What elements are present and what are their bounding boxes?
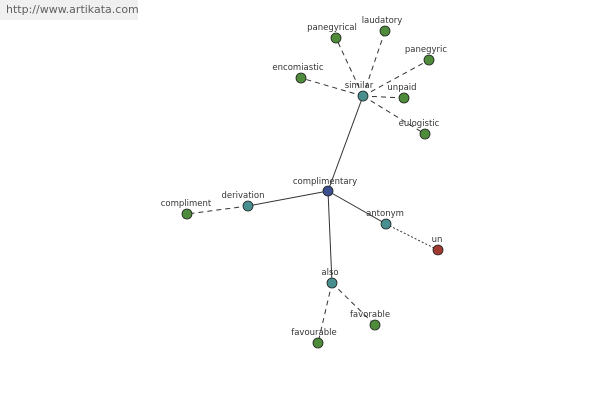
label-eulogistic[interactable]: eulogistic: [399, 119, 440, 129]
label-un[interactable]: un: [432, 235, 443, 245]
node-favorable[interactable]: [369, 319, 381, 331]
node-similar[interactable]: [357, 90, 369, 102]
edge-similar-encomiastic: [300, 77, 364, 97]
label-derivation[interactable]: derivation: [221, 191, 264, 201]
label-favourable[interactable]: favourable: [291, 328, 337, 338]
edge-complimentary-similar: [327, 95, 364, 192]
node-complimentary[interactable]: [322, 185, 334, 197]
edge-antonym-un: [385, 223, 439, 251]
edge-layer: [186, 30, 439, 344]
edge-similar-laudatory: [362, 30, 386, 97]
label-panegyric[interactable]: panegyric: [405, 45, 448, 55]
node-derivation[interactable]: [242, 200, 254, 212]
edge-complimentary-also: [327, 190, 333, 284]
node-compliment[interactable]: [181, 208, 193, 220]
node-panegyric[interactable]: [423, 54, 435, 66]
label-unpaid[interactable]: unpaid: [387, 83, 416, 93]
edge-similar-panegyric: [362, 59, 430, 97]
edge-complimentary-antonym: [327, 190, 387, 225]
label-encomiastic[interactable]: encomiastic: [272, 63, 323, 73]
node-laudatory[interactable]: [379, 25, 391, 37]
edge-also-favorable: [331, 282, 376, 326]
label-complimentary[interactable]: complimentary: [293, 177, 357, 187]
label-layer: complimentary similar derivation antonym als…: [161, 16, 448, 338]
node-panegyrical[interactable]: [330, 32, 342, 44]
node-eulogistic[interactable]: [419, 128, 431, 140]
node-also[interactable]: [326, 277, 338, 289]
label-antonym[interactable]: antonym: [366, 209, 404, 219]
node-unpaid[interactable]: [398, 92, 410, 104]
node-un[interactable]: [432, 244, 444, 256]
node-antonym[interactable]: [380, 218, 392, 230]
edge-complimentary-derivation: [247, 190, 329, 207]
label-favorable[interactable]: favorable: [350, 310, 390, 320]
label-similar[interactable]: similar: [345, 81, 374, 91]
label-laudatory[interactable]: laudatory: [362, 16, 403, 26]
edge-similar-eulogistic: [362, 95, 426, 135]
edge-derivation-compliment: [186, 205, 249, 215]
edge-similar-panegyrical: [335, 37, 364, 97]
node-encomiastic[interactable]: [295, 72, 307, 84]
watermark-url: http://www.artikata.com: [0, 0, 139, 20]
edge-similar-unpaid: [362, 95, 405, 99]
node-layer: [181, 25, 444, 349]
label-panegyrical[interactable]: panegyrical: [307, 23, 357, 33]
label-compliment[interactable]: compliment: [161, 199, 212, 209]
label-also[interactable]: also: [321, 268, 338, 278]
edge-also-favourable: [317, 282, 333, 344]
node-favourable[interactable]: [312, 337, 324, 349]
